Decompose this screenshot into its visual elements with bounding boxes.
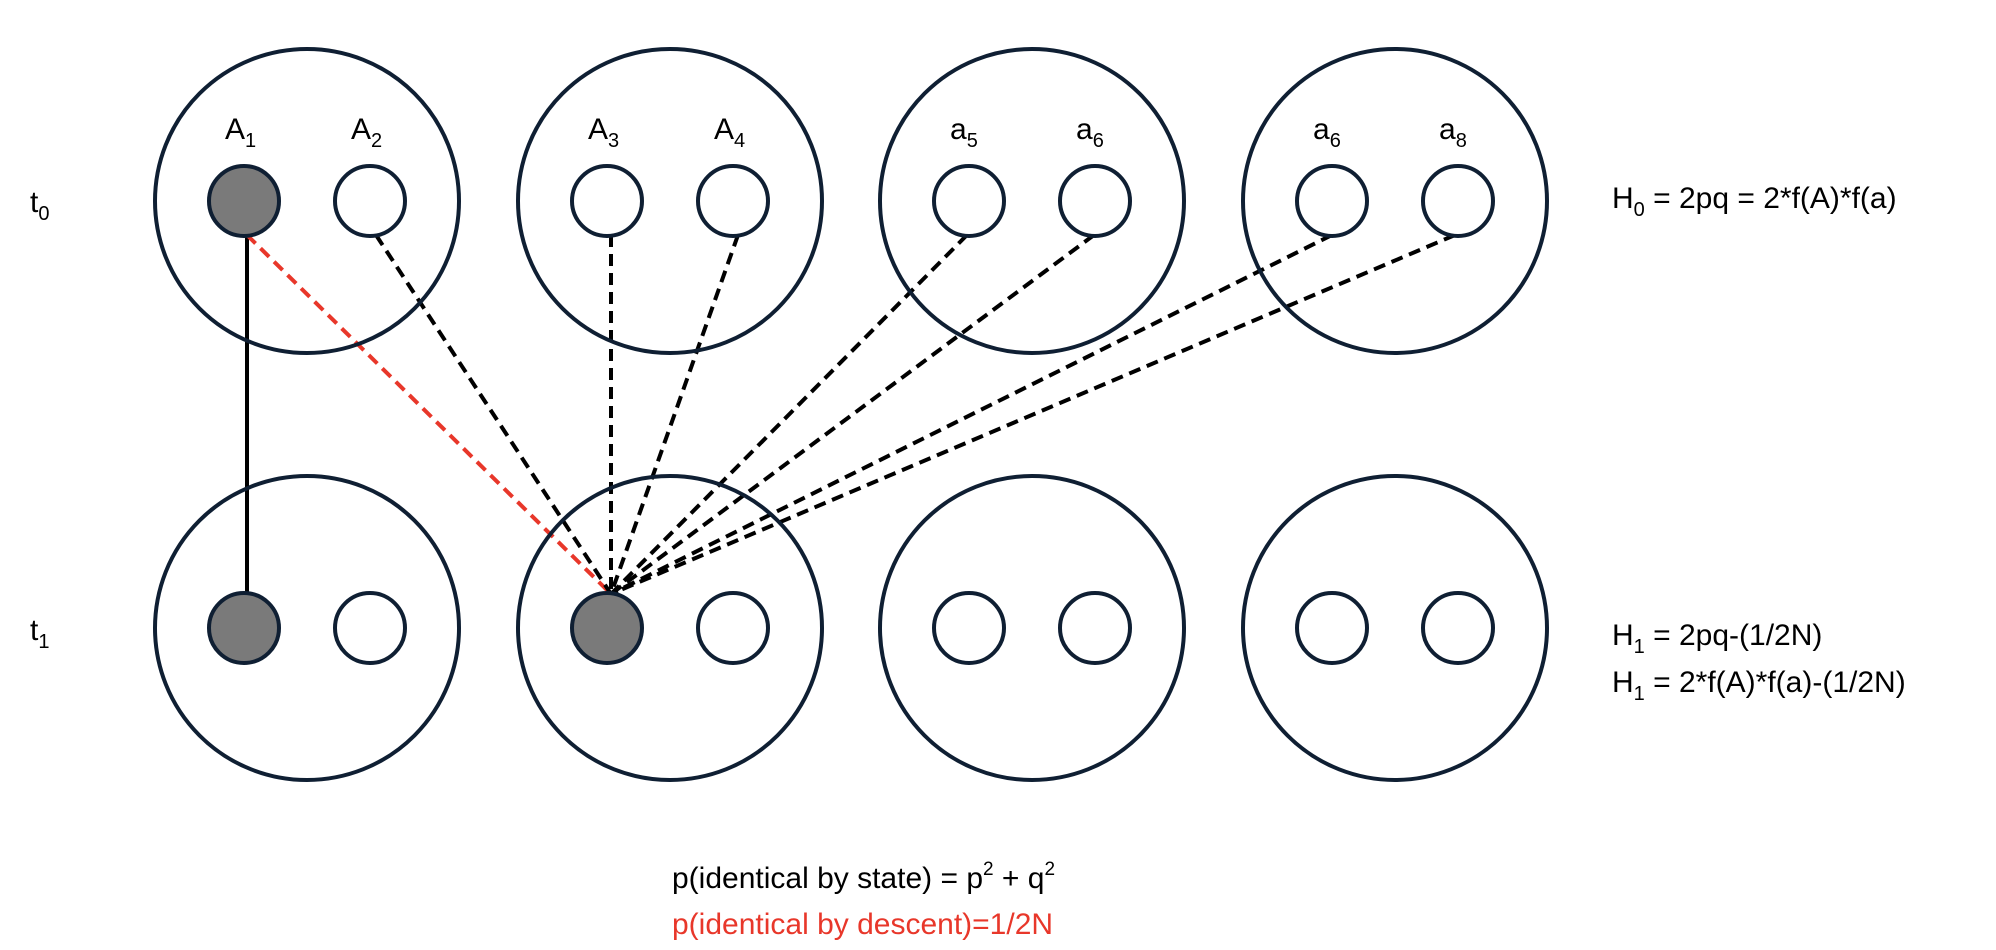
allele-empty [1295,591,1369,665]
allele-empty [696,164,770,238]
allele-label-sub: 3 [608,130,619,152]
allele-label-sub: 4 [734,130,745,152]
allele-filled [207,591,281,665]
individual-t1-3 [878,474,1186,782]
individual-outline [1241,47,1549,355]
allele-label: A3 [588,113,619,152]
allele-empty [333,164,407,238]
allele-label: A1 [225,113,256,152]
equation-h0: H0 = 2pq = 2*f(A)*f(a) [1612,182,1897,221]
candidate-line-a4 [609,234,740,595]
individual-t1-1 [153,474,461,782]
individual-outline [878,47,1186,355]
individual-outline [878,474,1186,782]
candidate-line-a6 [609,233,1096,596]
allele-label-base: a [1439,113,1456,146]
candidate-line-a6b [610,233,1333,596]
allele-filled [570,591,644,665]
allele-label-sub: 6 [1093,130,1104,152]
allele-empty [932,164,1006,238]
allele-label: a6 [1076,113,1104,152]
individual-outline [1241,474,1549,782]
equation-h1-b: H1 = 2*f(A)*f(a)-(1/2N) [1612,666,1906,705]
allele-label-base: A [714,113,734,146]
allele-label: a8 [1439,113,1467,152]
identical-by-state-text: p(identical by state) = p2 + q2 [672,859,1055,895]
allele-label-sub: 1 [245,130,256,152]
time-label-t1: t1 [30,614,49,653]
individual-outline [516,474,824,782]
allele-empty [1058,591,1132,665]
allele-empty [1295,164,1369,238]
candidate-line-a8 [610,233,1456,596]
allele-label-sub: 6 [1330,130,1341,152]
individual-t1-4 [1241,474,1549,782]
allele-label-base: a [1313,113,1330,146]
allele-empty [932,591,1006,665]
individual-t1-2 [516,474,824,782]
allele-label-base: A [351,113,371,146]
allele-label: A4 [714,113,745,152]
allele-label-sub: 8 [1456,130,1467,152]
individual-outline [153,474,461,782]
allele-label-base: a [950,113,967,146]
allele-label: A2 [351,113,382,152]
equation-h1-a: H1 = 2pq-(1/2N) [1612,619,1822,658]
individual-outline [153,47,461,355]
allele-label: a5 [950,113,978,152]
allele-empty [1421,164,1495,238]
allele-empty [570,164,644,238]
allele-empty [696,591,770,665]
candidate-line-a2 [374,233,613,596]
allele-filled [207,164,281,238]
individual-outline [516,47,824,355]
allele-label: a6 [1313,113,1341,152]
identical-by-descent-text: p(identical by descent)=1/2N [672,908,1053,941]
allele-empty [333,591,407,665]
allele-empty [1058,164,1132,238]
allele-label-sub: 5 [967,130,978,152]
allele-label-base: A [225,113,245,146]
allele-empty [1421,591,1495,665]
allele-label-base: a [1076,113,1093,146]
time-label-t0: t0 [30,186,49,225]
candidate-line-a5 [609,233,969,596]
allele-label-sub: 2 [371,130,382,152]
allele-label-base: A [588,113,608,146]
connection-lines [245,233,1456,596]
